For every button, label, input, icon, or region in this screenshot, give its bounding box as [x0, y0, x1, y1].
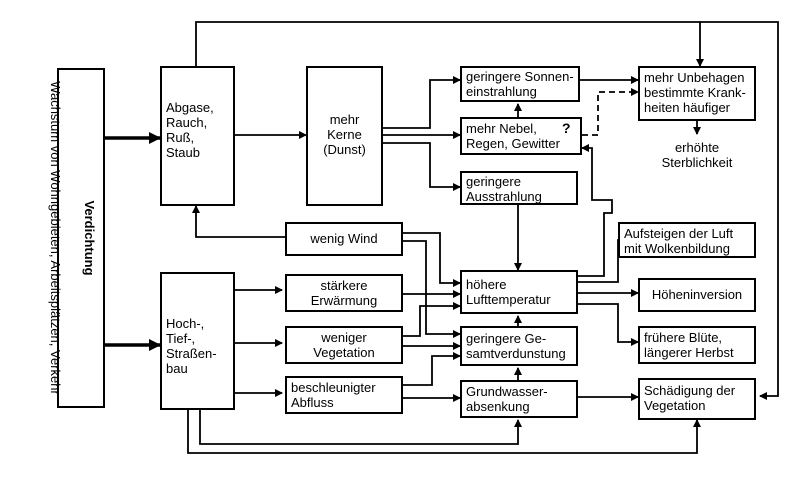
box-ausstrahlung: geringere Ausstrahlung — [460, 171, 578, 205]
verdichtung-title: Verdichtung — [82, 200, 97, 276]
question-mark: ? — [562, 120, 571, 136]
verdichtung-text: Verdichtung Wachstum von Wohngebieten, A… — [47, 73, 115, 403]
box-sterblichkeit: erhöhte Sterblichkeit — [661, 140, 733, 170]
box-verdunstung: geringere Ge- samtverdunstung — [460, 326, 578, 366]
box-abgase: Abgase, Rauch, Ruß, Staub — [160, 66, 235, 206]
box-unbehagen: mehr Unbehagen bestimmte Krank- heiten h… — [638, 66, 756, 121]
box-schaedigung: Schädigung der Vegetation — [638, 378, 756, 420]
box-kerne: mehr Kerne (Dunst) — [306, 66, 383, 206]
box-inversion: Höheninversion — [638, 278, 756, 312]
box-bluete: frühere Blüte, längerer Herbst — [638, 326, 756, 364]
verdichtung-subtitle: Wachstum von Wohngebieten, Arbeitsplätze… — [48, 81, 63, 395]
box-nebel: mehr Nebel, Regen, Gewitter — [460, 117, 582, 155]
box-lufttemperatur: höhere Lufttemperatur — [460, 270, 578, 314]
box-sonne: geringere Sonnen- einstrahlung — [460, 66, 580, 102]
box-vegetation: weniger Vegetation — [285, 326, 403, 364]
box-grundwasser: Grundwasser- absenkung — [460, 380, 578, 418]
box-verdichtung: Verdichtung Wachstum von Wohngebieten, A… — [48, 68, 105, 408]
box-abfluss: beschleunigter Abfluss — [285, 376, 403, 414]
box-wind: wenig Wind — [285, 222, 403, 256]
box-hochbau: Hoch-, Tief-, Straßen- bau — [160, 272, 235, 410]
box-erwaermung: stärkere Erwärmung — [285, 274, 403, 312]
box-aufsteigen: Aufsteigen der Luft mit Wolkenbildung — [618, 222, 756, 258]
